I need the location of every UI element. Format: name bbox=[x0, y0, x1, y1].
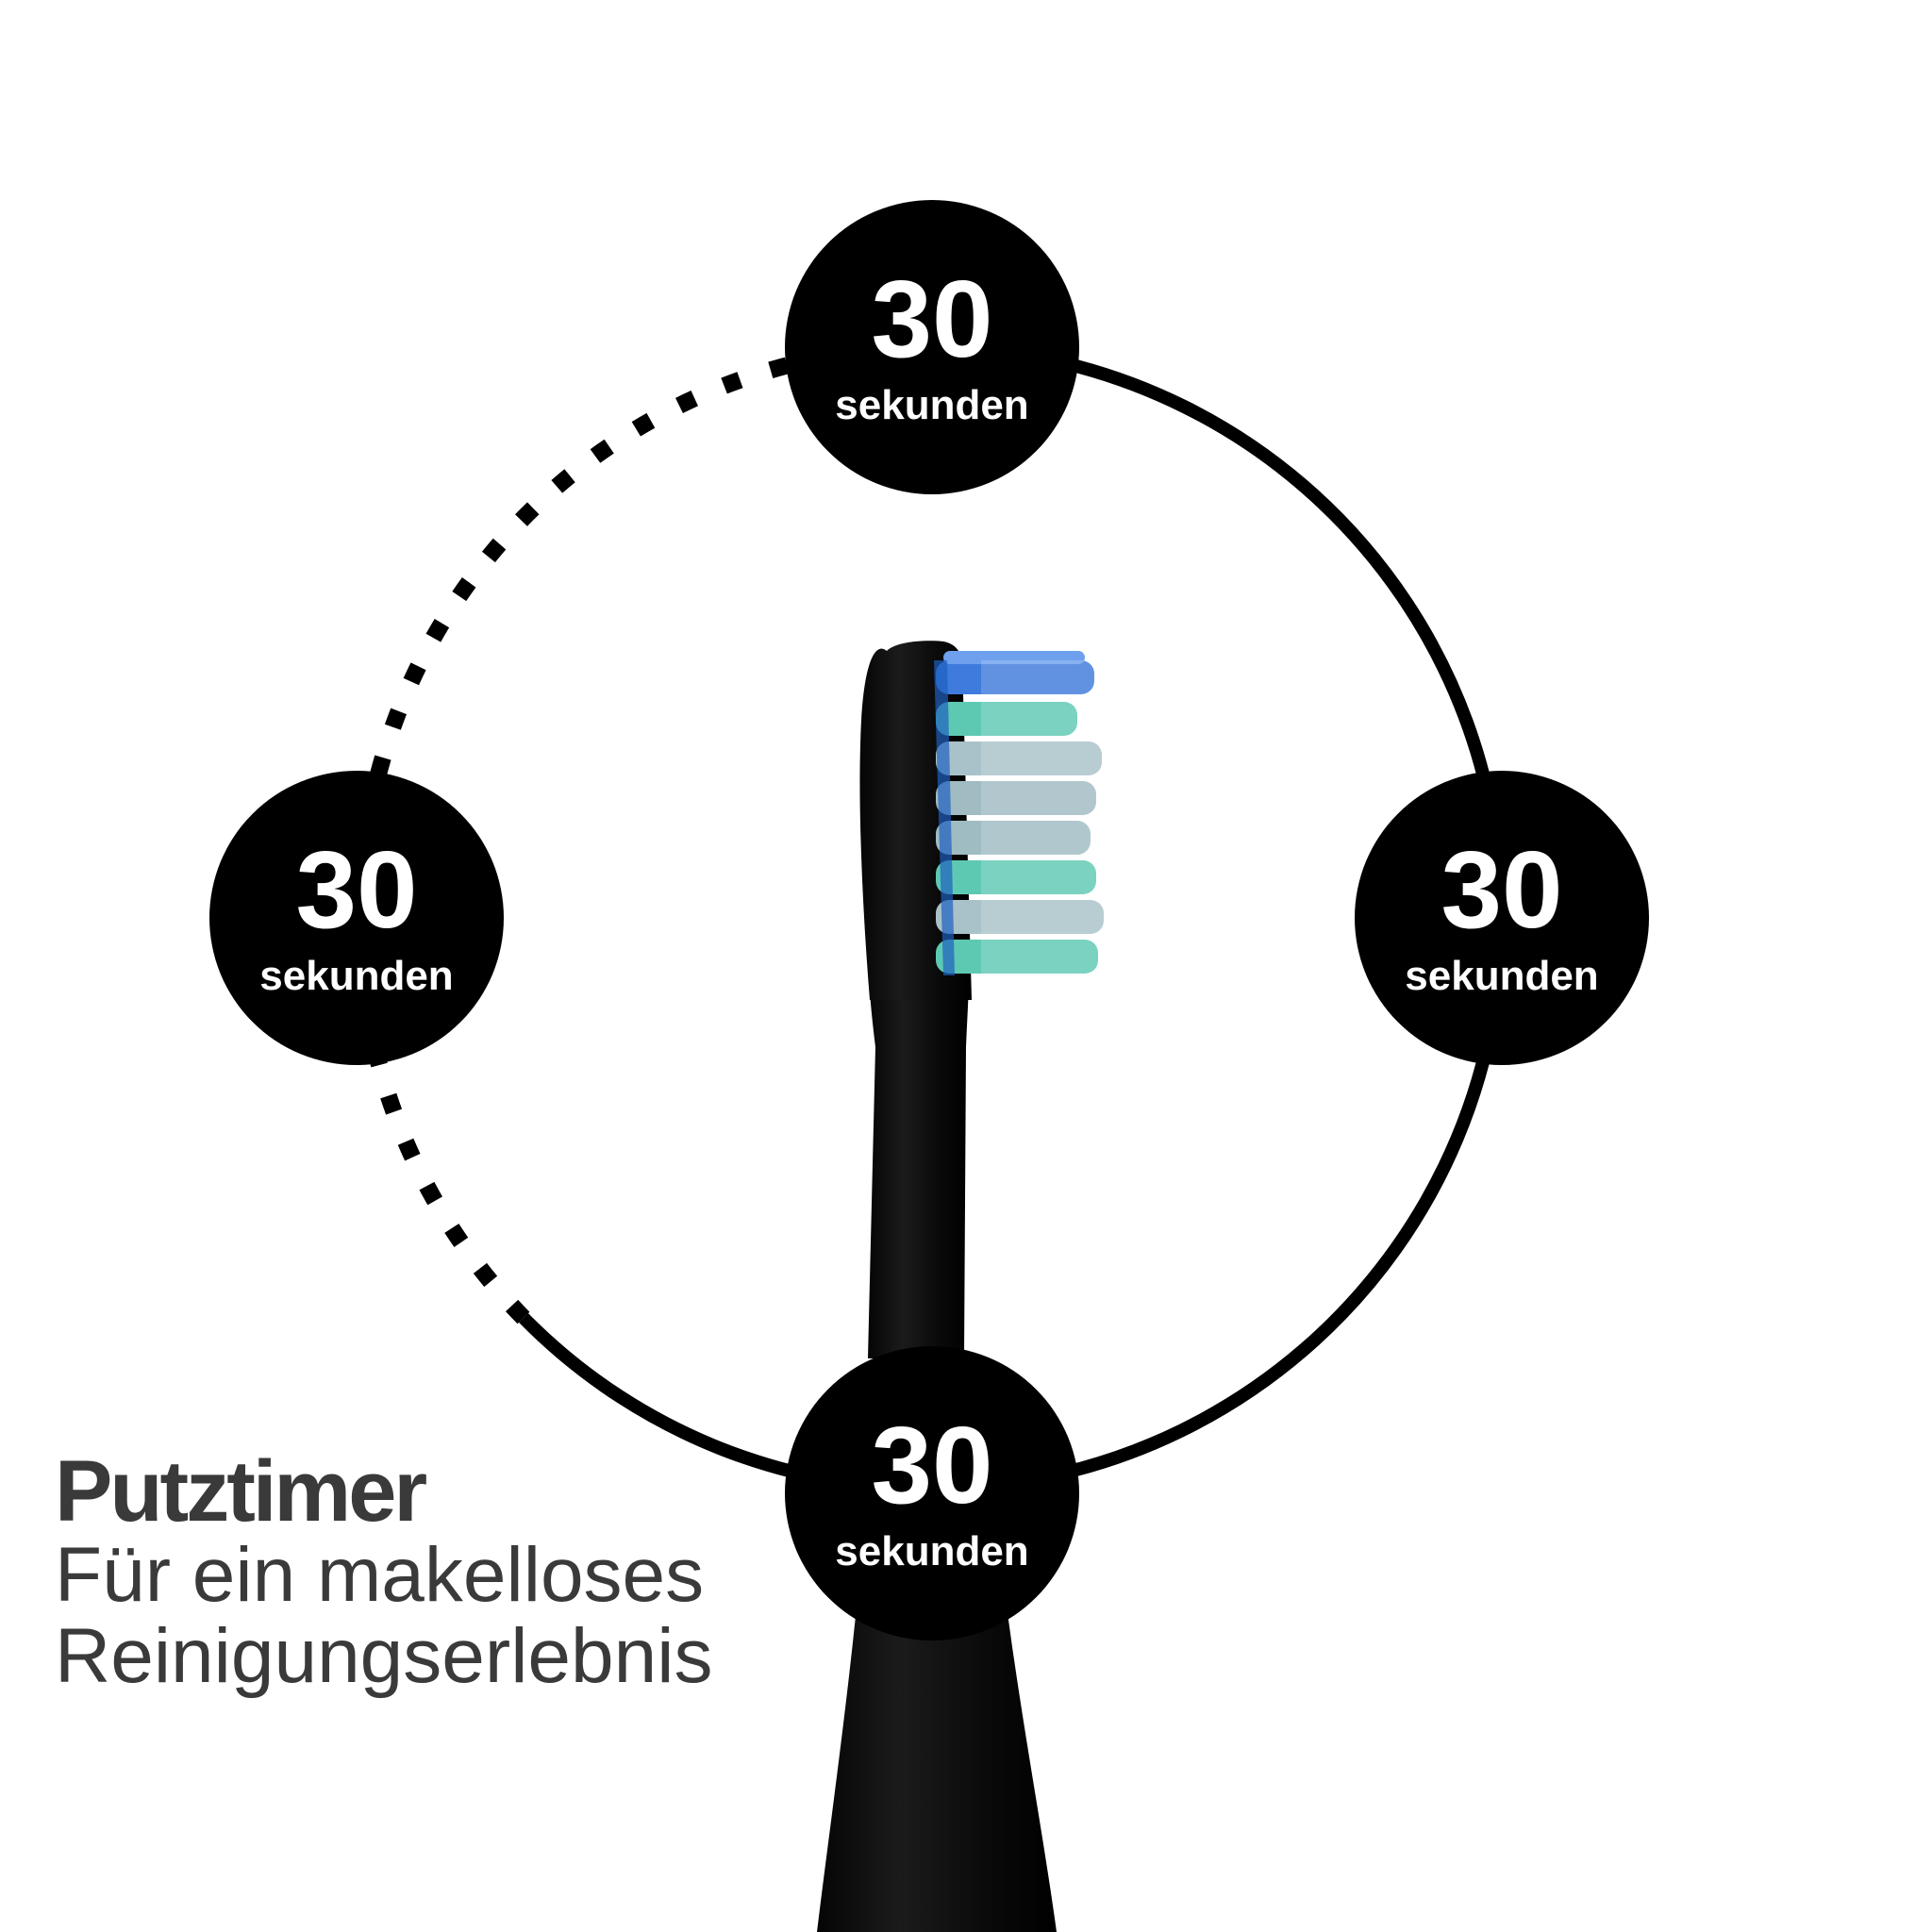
badge-number: 30 bbox=[871, 258, 993, 380]
ring-dotted-arc bbox=[351, 338, 933, 1324]
brush-neck bbox=[868, 906, 970, 1358]
bristle-tuft bbox=[936, 741, 1102, 775]
timer-badge-left: 30 sekunden bbox=[209, 771, 504, 1065]
timer-badge-bottom: 30 sekunden bbox=[785, 1346, 1079, 1641]
badge-number: 30 bbox=[1441, 828, 1563, 951]
badge-unit: sekunden bbox=[259, 953, 454, 999]
feature-caption: Putztimer Für ein makelloses Reinigungse… bbox=[55, 1448, 712, 1697]
timer-badge-right: 30 sekunden bbox=[1355, 771, 1649, 1065]
bristle-tuft bbox=[936, 940, 1098, 974]
caption-title: Putztimer bbox=[55, 1443, 427, 1540]
badge-number: 30 bbox=[871, 1404, 993, 1526]
bristle-motion-blur bbox=[981, 660, 1104, 974]
badge-unit: sekunden bbox=[1405, 953, 1599, 999]
bristle-tuft bbox=[936, 821, 1091, 855]
bristle-tuft bbox=[936, 781, 1096, 815]
bristle-tuft-blue bbox=[936, 660, 1094, 694]
caption-subtitle-line2: Reinigungserlebnis bbox=[55, 1613, 713, 1700]
brush-bristles bbox=[934, 651, 1104, 975]
badge-unit: sekunden bbox=[835, 1528, 1029, 1574]
timer-badge-top: 30 sekunden bbox=[785, 200, 1079, 494]
badge-unit: sekunden bbox=[835, 382, 1029, 428]
bristle-tuft-blue-light bbox=[943, 651, 1085, 664]
caption-subtitle-line1: Für ein makelloses bbox=[55, 1532, 705, 1618]
bristle-tuft bbox=[936, 860, 1096, 894]
bristle-base bbox=[934, 660, 955, 975]
bristle-tuft bbox=[936, 702, 1077, 736]
bristle-tuft bbox=[936, 900, 1104, 934]
badge-number: 30 bbox=[295, 828, 418, 951]
toothbrush-head-icon bbox=[817, 641, 1104, 1932]
